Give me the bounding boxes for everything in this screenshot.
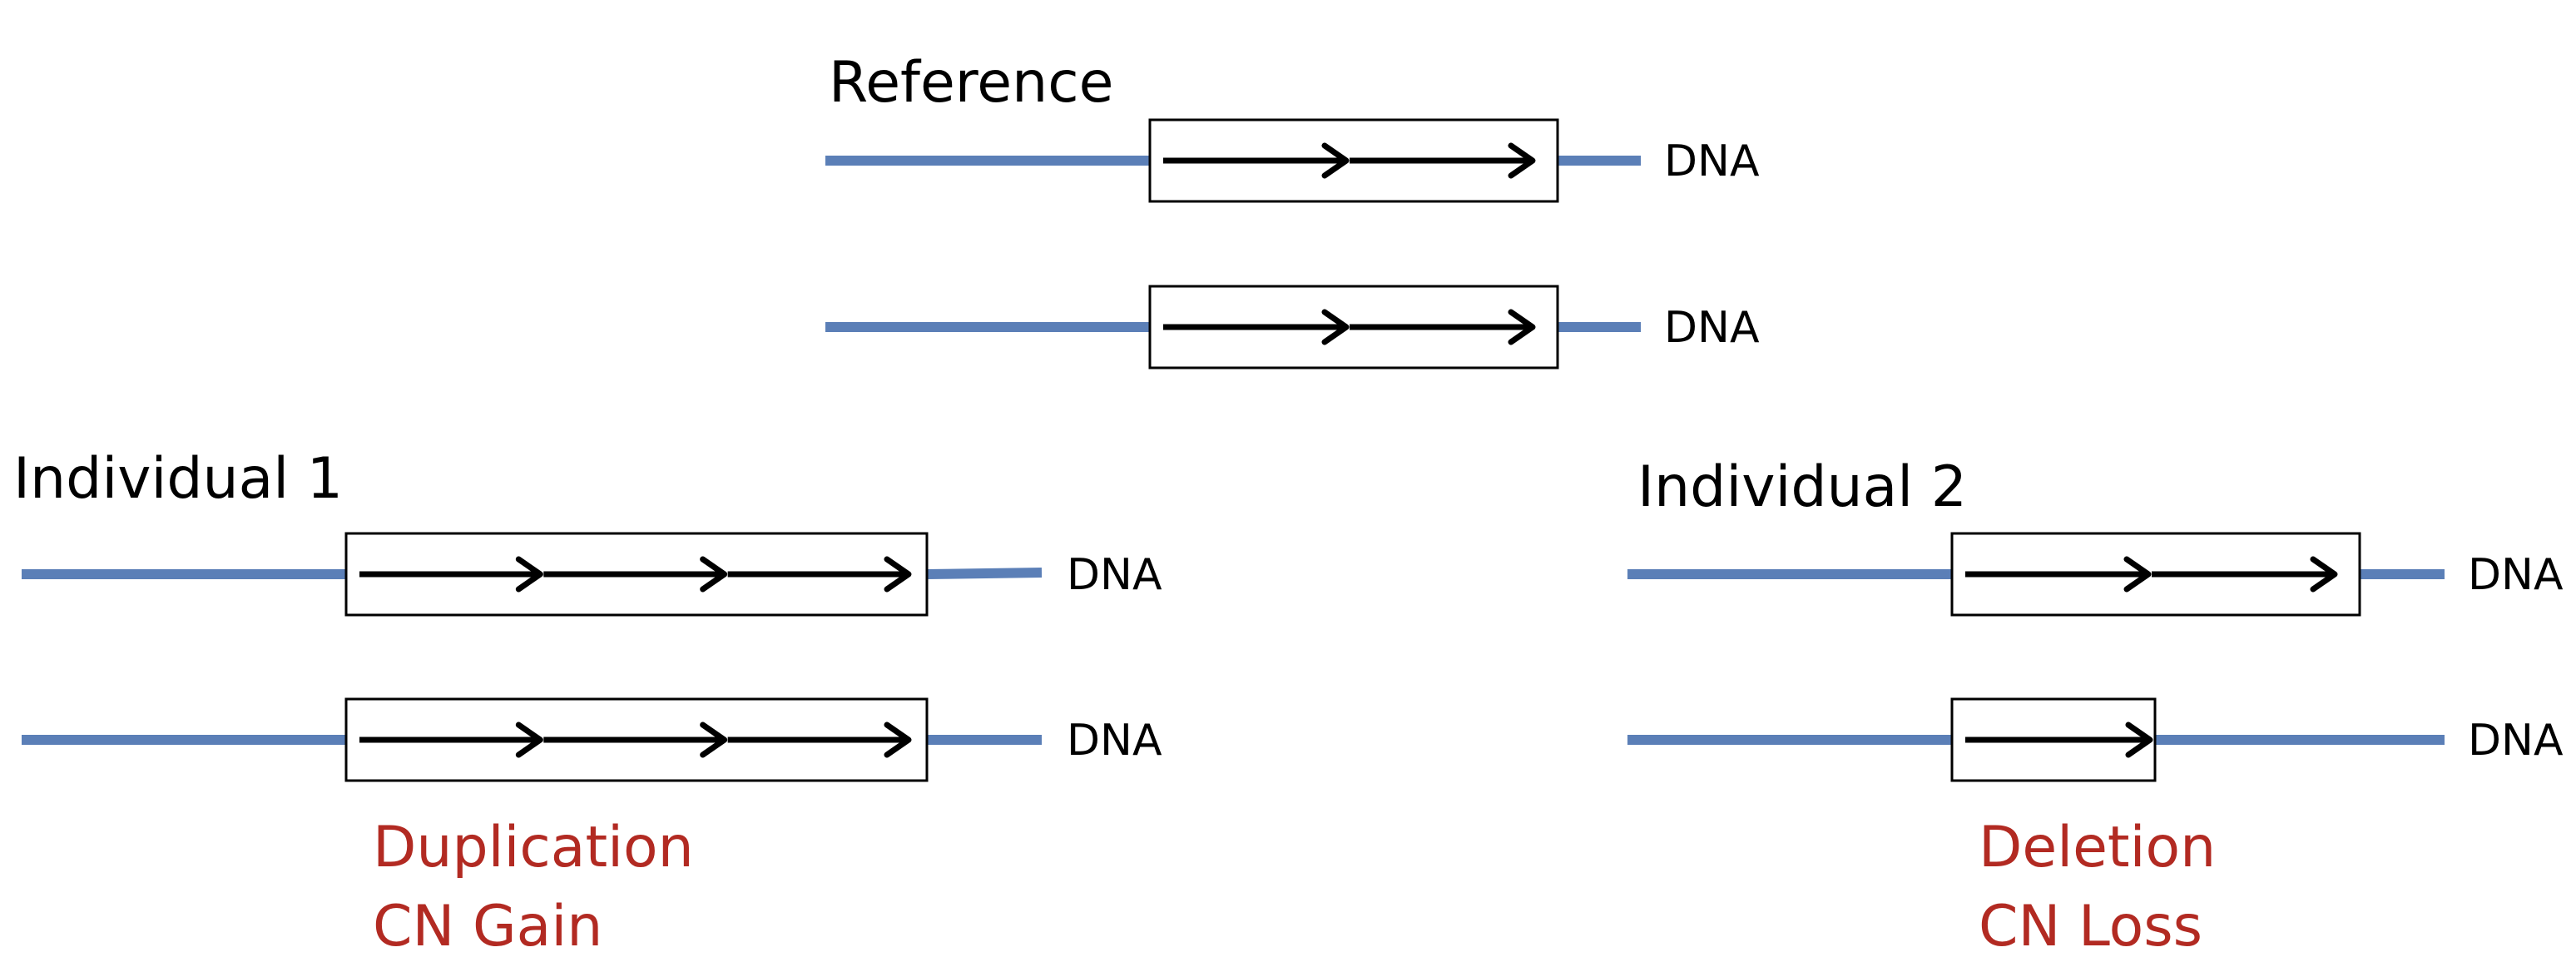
individual-1-strand-2: DNA (22, 697, 1162, 782)
individual-1-title: Individual 1 (13, 446, 343, 512)
copy-arrows (1965, 556, 2338, 593)
individual-1-strand-1: DNA (22, 532, 1162, 617)
copy-arrows (359, 556, 912, 593)
copy-arrow-head (700, 556, 728, 593)
copy-arrow-head (884, 556, 912, 593)
individual-2-strand-1: DNA (1627, 532, 2564, 617)
individual-2-event-line2: CN Loss (1979, 894, 2202, 960)
dna-label: DNA (2468, 716, 2564, 766)
reference-title: Reference (829, 50, 1113, 116)
copy-arrow-head (1321, 309, 1350, 345)
copy-arrow-head (2310, 556, 2338, 593)
copy-arrow-head (2125, 722, 2153, 758)
copy-arrows (359, 722, 912, 758)
copy-arrow-head (515, 722, 543, 758)
copy-arrow-head (1508, 142, 1536, 179)
individual-1-group: Individual 1 DNA DNA Duplication CN Gain (13, 446, 1162, 960)
dna-line-right (926, 568, 1043, 579)
copy-arrows (1163, 309, 1536, 345)
copy-arrow-head (1508, 309, 1536, 345)
dna-label: DNA (1664, 303, 1760, 353)
dna-label: DNA (1067, 550, 1162, 600)
individual-1-event-line2: CN Gain (373, 894, 602, 960)
copy-arrows (1965, 722, 2153, 758)
copy-arrow-head (700, 722, 728, 758)
copy-arrow-head (515, 556, 543, 593)
copy-arrows (1163, 142, 1536, 179)
reference-group: Reference DNA DNA (825, 50, 1760, 369)
individual-2-group: Individual 2 DNA DNA Deletion CN Loss (1627, 454, 2564, 960)
reference-strand-2: DNA (825, 285, 1760, 369)
dna-label: DNA (1067, 716, 1162, 766)
individual-2-title: Individual 2 (1637, 454, 1967, 520)
dna-label: DNA (2468, 550, 2564, 600)
individual-2-strand-2: DNA (1627, 697, 2564, 782)
copy-arrow-head (884, 722, 912, 758)
reference-strand-1: DNA (825, 118, 1760, 203)
copy-arrow-head (1321, 142, 1350, 179)
copy-arrow-head (2123, 556, 2152, 593)
dna-label: DNA (1664, 136, 1760, 186)
individual-1-event-line1: Duplication (373, 815, 694, 880)
individual-2-event-line1: Deletion (1979, 815, 2216, 880)
